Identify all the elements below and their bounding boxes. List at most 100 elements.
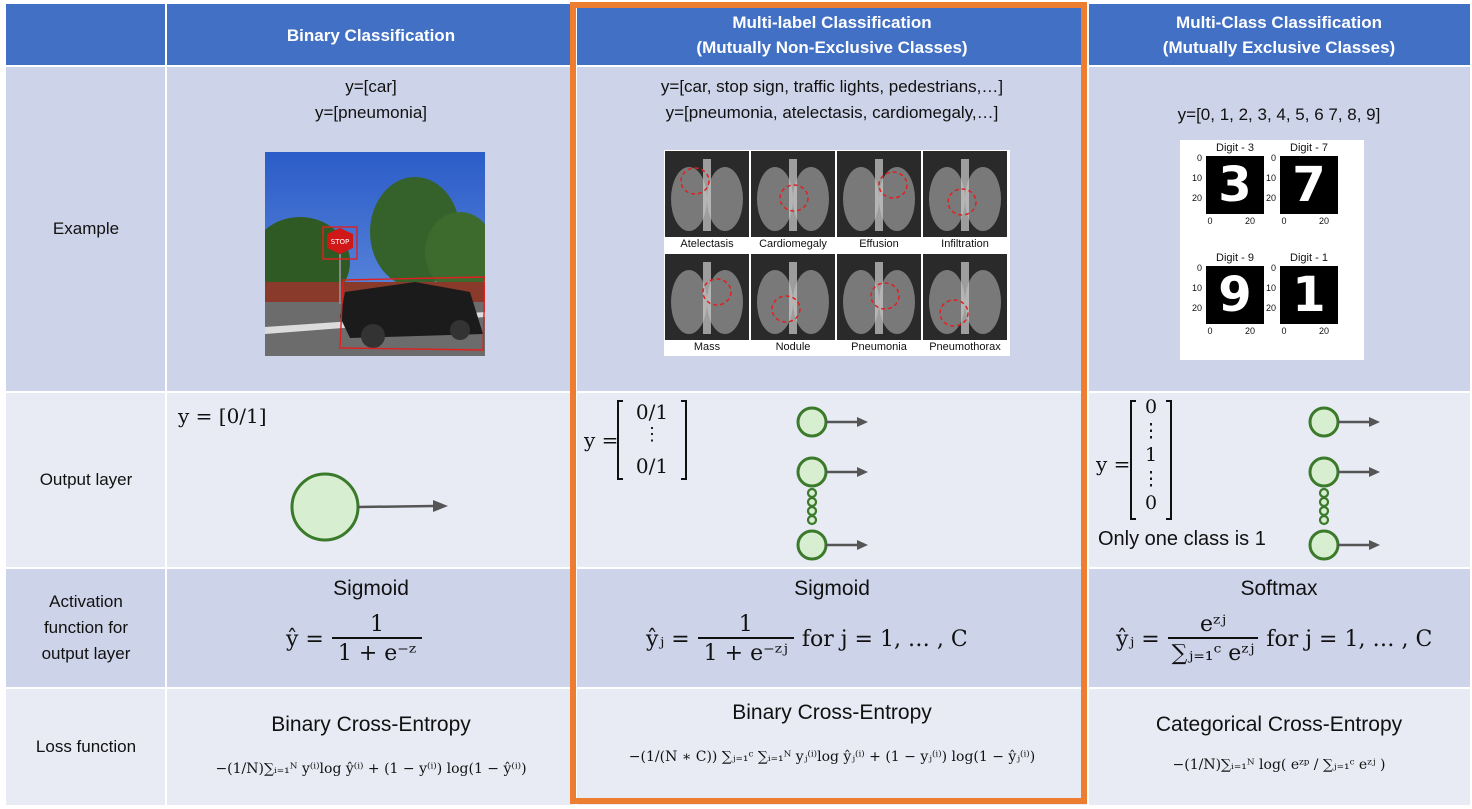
xray-caption: Pneumonia [851,341,907,353]
xray-image [665,254,749,340]
digit-tick-y: 0 [1270,153,1276,163]
xray-tile: Effusion [837,151,921,252]
activation-multiclass-denominator: ∑ⱼ₌₁ᶜ eᶻʲ [1167,637,1259,666]
example-multiclass: y=[0, 1, 2, 3, 4, 5, 6 7, 8, 9] Digit - … [1088,66,1470,392]
right-arrow-icon [857,417,868,427]
output-multiclass-y: y = [1096,452,1131,476]
digit-tick-y: 20 [1265,193,1276,203]
multiclass-vector-value: 0 [1144,492,1158,514]
header-multiclass: Multi-Class Classification (Mutually Exc… [1088,4,1470,66]
digit-title: Digit - 3 [1216,142,1254,154]
digit-tick-x: 0 [1281,326,1287,336]
activation-multiclass-formula: ŷⱼ = eᶻʲ ∑ⱼ₌₁ᶜ eᶻʲ for j = 1, … , C [1116,602,1432,676]
xray-tile: Mass [665,254,749,355]
xray-tile: Cardiomegaly [751,151,835,252]
circle-node-icon [1308,529,1340,561]
digit-tick-x: 0 [1207,216,1213,226]
activation-multiclass-name: Softmax [1240,577,1318,600]
row-label-loss: Loss function [6,688,166,805]
loss-multilabel-formula: −(1/(N ∗ C)) ∑ⱼ₌₁ᶜ ∑ᵢ₌₁ᴺ yⱼ⁽ⁱ⁾log ŷⱼ⁽ⁱ⁾ … [628,749,1036,765]
output-multilabel: y = 0/1 ⋮ 0/1 [576,392,1088,568]
header-multilabel-line2: (Mutually Non-Exclusive Classes) [696,38,968,57]
output-multiclass: y = 0⋮1⋮0 Only one class is 1 [1088,392,1470,568]
output-binary: y = [0/1] [166,392,576,568]
xray-tile: Atelectasis [665,151,749,252]
output-binary-label: y = [0/1] [178,404,267,428]
row-label-example: Example [6,66,166,392]
loss-binary-formula: −(1/N)∑ᵢ₌₁ᴺ y⁽ⁱ⁾log ŷ⁽ⁱ⁾ + (1 − y⁽ⁱ⁾) lo… [215,761,527,777]
xray-caption: Pneumothorax [929,341,1001,353]
multiclass-vector-value: ⋮ [1141,468,1161,490]
digit-tick-x: 20 [1318,216,1329,226]
loss-multiclass: Categorical Cross-Entropy −(1/N)∑ᵢ₌₁ᴺ lo… [1088,688,1470,805]
xray-caption: Cardiomegaly [759,238,827,250]
digit-tick-x: 0 [1281,216,1287,226]
xray-tile: Pneumonia [837,254,921,355]
multilabel-top: 0/1 [635,400,669,424]
activation-multilabel-denominator: 1 + e⁻ᶻʲ [697,637,794,666]
row-label-example-text: Example [52,219,120,238]
xray-tile: Pneumothorax [923,254,1007,355]
activation-multiclass-numerator: eᶻʲ [1199,612,1227,637]
circle-node-icon [1308,406,1340,438]
example-multiclass-line: y=[0, 1, 2, 3, 4, 5, 6 7, 8, 9] [1177,105,1381,124]
row-label-activation-l3: output layer [41,644,131,663]
xray-tile: Infiltration [923,151,1007,252]
xray-caption: Mass [693,341,721,353]
activation-multilabel-yhat: ŷⱼ = [646,626,690,652]
digit-tick-y: 10 [1265,283,1276,293]
multilabel-neuron-diagram [796,406,868,561]
multiclass-vector: 0⋮1⋮0 [1130,396,1172,520]
multilabel-vector: 0/1 ⋮ 0/1 [617,400,687,480]
digit-tick-y: 10 [1191,173,1202,183]
digit-tick-y: 0 [1196,153,1202,163]
example-multilabel-line2: y=[pneumonia, atelectasis, cardiomegaly,… [665,103,999,122]
digit-title: Digit - 1 [1290,252,1328,264]
multilabel-dots: ⋮ [643,424,661,445]
xray-image [837,151,921,237]
activation-multilabel-range: for j = 1, … , C [801,626,968,652]
activation-multilabel-formula: ŷⱼ = 1 1 + e⁻ᶻʲ for j = 1, … , C [646,604,968,674]
row-label-activation-l2: function for [43,618,129,637]
row-label-activation-l1: Activation [49,592,123,611]
loss-multiclass-formula: −(1/N)∑ᵢ₌₁ᴺ log( eᶻᵖ / ∑ⱼ₌₁ᶜ eᶻʲ ) [1172,757,1386,773]
header-multilabel-line1: Multi-label Classification [732,13,932,32]
header-binary: Binary Classification [166,4,576,66]
multiclass-vector-value: 0 [1144,396,1158,418]
output-multiclass-note: Only one class is 1 [1098,528,1266,550]
xray-image [923,151,1007,237]
header-multiclass-line1: Multi-Class Classification [1176,13,1382,32]
digit-tick-x: 0 [1207,326,1213,336]
row-label-loss-text: Loss function [35,736,137,756]
circle-node-icon [796,406,828,438]
activation-binary-name: Sigmoid [333,577,409,600]
circle-node-icon [1308,456,1340,488]
car-photo: STOP [265,152,485,356]
xray-caption: Effusion [859,238,899,250]
multiclass-neuron-diagram [1308,406,1380,561]
digit-tick-x: 20 [1244,216,1255,226]
xray-caption: Nodule [775,341,811,353]
activation-multilabel-numerator: 1 [738,612,753,637]
activation-binary-formula: ŷ = 1 1 + e⁻ᶻ [286,604,423,674]
digit-image: 9 [1206,266,1264,324]
digit-tick-x: 20 [1244,326,1255,336]
loss-binary: Binary Cross-Entropy −(1/N)∑ᵢ₌₁ᴺ y⁽ⁱ⁾log… [166,688,576,805]
right-arrow-icon [1369,467,1380,477]
header-corner [6,4,166,66]
activation-multiclass: Softmax ŷⱼ = eᶻʲ ∑ⱼ₌₁ᶜ eᶻʲ for j = 1, … … [1088,568,1470,688]
circle-node-icon [796,529,828,561]
xray-image [837,254,921,340]
loss-binary-name: Binary Cross-Entropy [271,713,471,736]
xray-image [665,151,749,237]
xray-image [751,151,835,237]
example-binary: y=[car] y=[pneumonia] STOP [166,66,576,392]
digit-title: Digit - 9 [1216,252,1254,264]
digit-tick-x: 20 [1318,326,1329,336]
activation-binary: Sigmoid ŷ = 1 1 + e⁻ᶻ [166,568,576,688]
digit-tick-y: 0 [1196,263,1202,273]
activation-multilabel-name: Sigmoid [794,577,870,600]
multiclass-vector-value: ⋮ [1141,420,1161,442]
binary-neuron-diagram [290,472,448,542]
